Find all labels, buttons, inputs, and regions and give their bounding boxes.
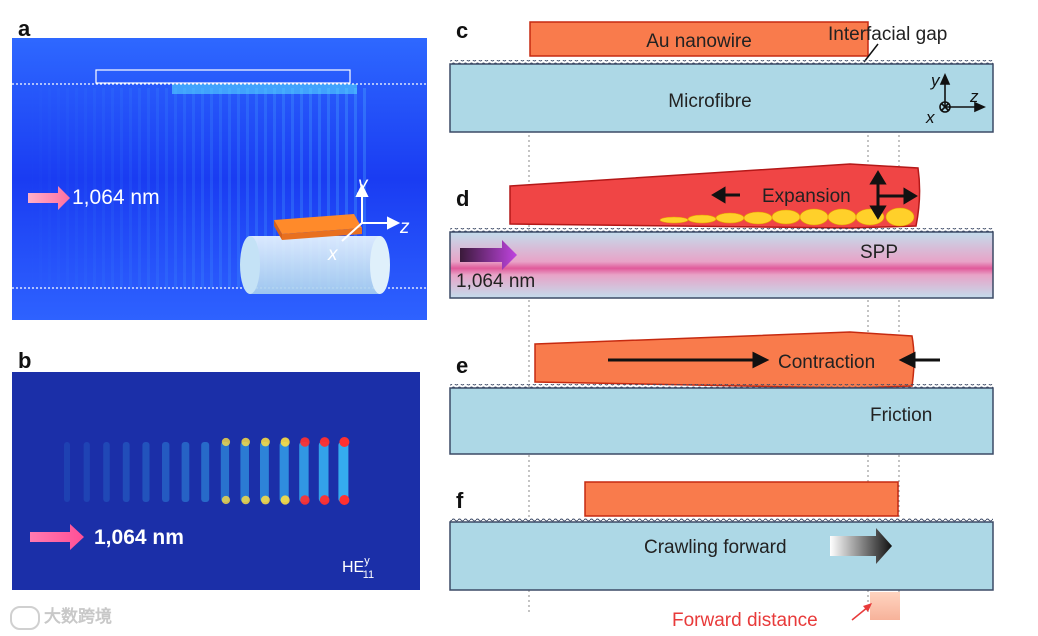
mode-stripe bbox=[162, 442, 170, 502]
panel-label-d: d bbox=[456, 186, 469, 211]
axis-y-label-c: y bbox=[930, 71, 941, 90]
watermark: 大数跨境 bbox=[10, 602, 112, 630]
expansion-label: Expansion bbox=[762, 186, 851, 207]
axes-icon-a bbox=[341, 183, 401, 242]
gap-label: Interfacial gap bbox=[828, 24, 947, 45]
axis-z-label-c: z bbox=[969, 87, 979, 106]
mode-hotspot bbox=[300, 495, 310, 505]
fibre-inset bbox=[240, 214, 390, 294]
watermark-logo-icon bbox=[10, 605, 40, 630]
mode-stripe bbox=[122, 442, 130, 502]
mode-hotspot bbox=[339, 495, 350, 505]
microfibre-e bbox=[449, 387, 994, 455]
mode-hotspot bbox=[339, 437, 350, 447]
microfibre-label: Microfibre bbox=[668, 91, 751, 112]
panel-label-e: e bbox=[456, 353, 468, 378]
gap-pointer bbox=[863, 43, 879, 63]
input-arrow-b-icon bbox=[30, 524, 84, 550]
mode-stripe bbox=[318, 442, 329, 502]
mode-stripe bbox=[83, 442, 90, 502]
mode-stripe bbox=[338, 442, 349, 502]
distance-pointer-head-icon bbox=[863, 603, 872, 612]
mode-hotspot bbox=[261, 437, 270, 447]
mode-hotspot bbox=[300, 437, 310, 447]
axis-z-label-a: z bbox=[399, 217, 410, 238]
mode-hotspot bbox=[319, 495, 330, 505]
mode-stripes bbox=[64, 437, 350, 505]
input-arrow-d-icon bbox=[460, 240, 517, 270]
mechanism-diagram: c Au nanowire Interfacial gap Microfibre… bbox=[449, 18, 994, 631]
distance-pointer bbox=[851, 606, 869, 621]
forward-distance-bar bbox=[870, 592, 900, 620]
interface-rough-e bbox=[450, 384, 993, 388]
mode-hotspot bbox=[280, 437, 290, 447]
interface-rough-d bbox=[450, 228, 993, 232]
hotspot-chain bbox=[659, 207, 915, 227]
wavelength-label-b: 1,064 nm bbox=[94, 526, 184, 549]
panel-label-f: f bbox=[456, 488, 464, 513]
mode-hotspot bbox=[221, 437, 231, 447]
panel-label-a: a bbox=[18, 16, 31, 41]
mode-stripe bbox=[279, 442, 289, 502]
mode-stripe bbox=[240, 442, 249, 502]
contraction-label: Contraction bbox=[778, 352, 875, 373]
mode-stripe bbox=[201, 442, 210, 502]
hotspots-top bbox=[172, 84, 357, 94]
friction-label: Friction bbox=[870, 405, 932, 426]
contraction-arrows-icon bbox=[608, 351, 940, 369]
au-nanowire-c bbox=[529, 21, 869, 57]
crawl-arrow-icon bbox=[830, 528, 892, 564]
mode-hotspot bbox=[221, 495, 231, 505]
mode-stripe bbox=[103, 442, 110, 502]
interface-rough-c bbox=[450, 60, 993, 64]
nanowire-outline bbox=[95, 69, 351, 84]
input-arrow-icon bbox=[28, 186, 70, 210]
wavelength-label-d: 1,064 nm bbox=[456, 271, 535, 292]
panel-label-b: b bbox=[18, 348, 32, 373]
simulation-panel-a: 1,064 nm y z x bbox=[12, 38, 427, 320]
interface-rough-f bbox=[450, 518, 993, 522]
expansion-arrows-icon bbox=[711, 170, 918, 220]
mode-hotspot bbox=[319, 437, 330, 447]
mode-stripe bbox=[299, 442, 309, 502]
microfibre-c bbox=[449, 63, 994, 133]
nanowire-label: Au nanowire bbox=[646, 31, 752, 52]
axis-x-label-c: x bbox=[925, 108, 935, 127]
microfibre-f bbox=[449, 521, 994, 591]
mode-hotspot bbox=[241, 495, 250, 505]
wavelength-label-a: 1,064 nm bbox=[72, 186, 160, 209]
mode-stripe bbox=[64, 442, 70, 502]
spp-label: SPP bbox=[860, 242, 898, 263]
mode-hotspot bbox=[241, 437, 250, 447]
axes-icon-c bbox=[939, 73, 986, 113]
panel-label-c: c bbox=[456, 18, 468, 43]
forward-distance-label: Forward distance bbox=[672, 610, 818, 631]
microfibre-d bbox=[449, 231, 994, 299]
mode-stripe bbox=[142, 442, 150, 502]
axis-y-label-a: y bbox=[356, 174, 369, 195]
mode-stripe bbox=[260, 442, 269, 502]
axis-x-label-a: x bbox=[327, 244, 339, 265]
mode-stripe bbox=[181, 442, 190, 502]
mode-stripe bbox=[220, 442, 230, 502]
au-nanowire-f bbox=[584, 481, 899, 517]
mode-hotspot bbox=[280, 495, 290, 505]
mode-hotspot bbox=[261, 495, 270, 505]
crawling-label: Crawling forward bbox=[644, 537, 787, 558]
